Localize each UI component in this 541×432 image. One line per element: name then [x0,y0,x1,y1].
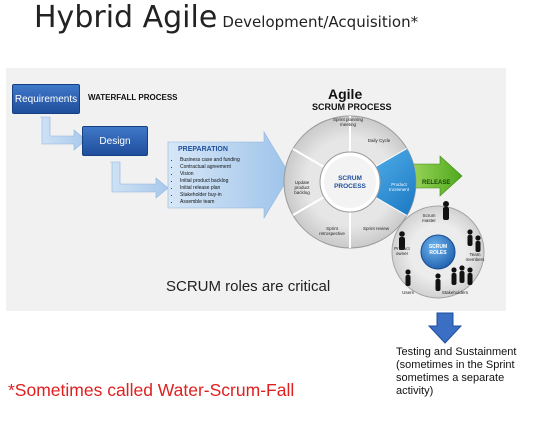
req-to-design-arrow [40,116,87,151]
cycle-step-product-increment: Product Increment [388,182,409,192]
prep-item: Initial release plan [180,185,270,192]
slide-title: Hybrid Agile Development/Acquisition* [34,0,418,35]
role-team-members: Team members [465,252,485,262]
cycle-step-sprint-retrospective: Sprint retrospective [319,226,345,236]
release-label: RELEASE [422,180,451,186]
footnote-text: *Sometimes called Water-Scrum-Fall [8,380,295,400]
diagram-connectors [40,116,463,220]
preparation-arrow [167,130,291,220]
role-scrum-master: Scrum master [422,213,436,223]
prep-item: Initial product backlog [180,178,270,185]
preparation-list: Business case and funding Contractual ag… [172,157,270,206]
prep-item: Assemble team [180,199,270,206]
design-to-prep-arrow [110,161,169,199]
product-increment-segment [350,149,416,215]
title-main: Hybrid Agile [34,0,218,35]
role-users: Users [402,290,414,295]
agile-title: Agile [328,86,363,102]
preparation-heading: PREPARATION [178,146,228,153]
prep-item: Vision [180,171,270,178]
title-sub: Development/Acquisition* [222,13,419,31]
wheel-center-inner [324,156,376,208]
role-product-owner: Product owner [394,246,410,256]
people-silhouettes [399,201,481,291]
testing-sustainment-text: Testing and Sustainment (sometimes in th… [396,346,517,397]
cycle-step-daily-cycle: Daily Cycle [367,138,391,143]
requirements-label: Requirements [14,93,78,105]
prep-item: Stakeholder buy-in [180,192,270,199]
cycle-step-sprint-planning: Sprint planning meeting [332,117,364,127]
scrum-roles-critical-text: SCRUM roles are critical [166,278,331,295]
cycle-step-update-backlog: Update product backlog [294,180,310,195]
scrum-roles-center-label: SCRUM ROLES [428,244,448,256]
design-box: Design [82,126,148,156]
waterfall-heading: WATERFALL PROCESS [88,93,178,102]
roles-center [420,234,456,270]
prep-item: Business case and funding [180,157,270,164]
scrum-cycle-wheel [283,115,417,249]
scrum-roles-diagram [391,201,485,299]
cycle-step-sprint-review: Sprint review [362,226,389,231]
role-stakeholders: Stakeholders [441,290,469,295]
prep-item: Contractual agreement [180,164,270,171]
requirements-box: Requirements [12,84,80,114]
design-label: Design [99,135,131,147]
scrum-process-center-label: SCRUM PROCESS [334,175,366,190]
scrum-process-title: SCRUM PROCESS [312,102,392,112]
down-arrow [428,312,462,344]
